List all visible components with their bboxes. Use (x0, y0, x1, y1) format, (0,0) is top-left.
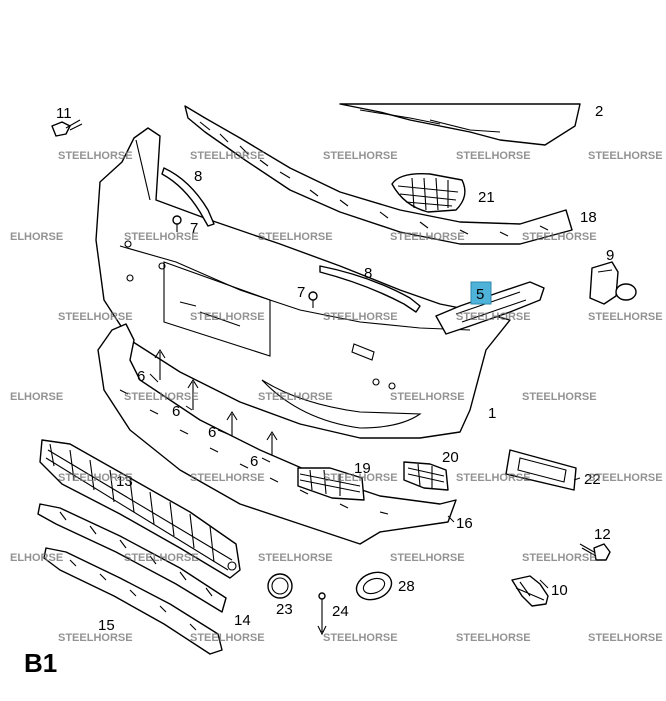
callout-6c: 6 (208, 424, 216, 441)
callout-8a: 8 (194, 168, 202, 185)
watermark: ELHORSE (10, 552, 63, 564)
watermark: STEELHORSE (588, 150, 663, 162)
watermark: ELHORSE (10, 391, 63, 403)
callout-21: 21 (478, 189, 495, 206)
callout-22: 22 (584, 471, 601, 488)
callout-18: 18 (580, 209, 597, 226)
part-19-fog-grille (297, 467, 365, 501)
watermark: STEELHORSE (456, 632, 531, 644)
part-16-lower-spoiler (97, 323, 457, 545)
watermark-layer: STEELHORSE STEELHORSE STEELHORSE STEELHO… (10, 150, 663, 644)
part-20-fog-grille (403, 461, 449, 491)
watermark: STEELHORSE (522, 231, 597, 243)
callout-14: 14 (234, 612, 251, 629)
watermark: STEELHORSE (588, 311, 663, 323)
callout-5: 5 (476, 286, 484, 303)
part-18-reinforcement-strip (184, 105, 573, 245)
watermark: STEELHORSE (190, 632, 265, 644)
watermark: STEELHORSE (588, 632, 663, 644)
callout-13: 13 (116, 473, 133, 490)
callout-23: 23 (276, 601, 293, 618)
watermark: STEELHORSE (323, 311, 398, 323)
callout-6a: 6 (137, 368, 145, 385)
watermark: STEELHORSE (390, 231, 465, 243)
watermark: STEELHORSE (258, 391, 333, 403)
callout-19: 19 (354, 460, 371, 477)
part-14-grille-strip (37, 503, 227, 613)
part-22-plate-bracket (505, 449, 577, 491)
watermark: STEELHORSE (390, 552, 465, 564)
part-28-grommet (355, 571, 393, 601)
watermark: STEELHORSE (258, 552, 333, 564)
watermark: STEELHORSE (58, 311, 133, 323)
watermark: STEELHORSE (323, 632, 398, 644)
part-8-trim-strip-upper (161, 167, 215, 227)
watermark: STEELHORSE (390, 391, 465, 403)
callout-15: 15 (98, 617, 115, 634)
part-5-highlight (470, 281, 492, 305)
watermark: STEELHORSE (190, 311, 265, 323)
callout-7b: 7 (297, 284, 305, 301)
watermark: STEELHORSE (588, 472, 663, 484)
watermark: STEELHORSE (522, 391, 597, 403)
part-23-cap (267, 573, 293, 599)
callout-12: 12 (594, 526, 611, 543)
watermark: STEELHORSE (323, 150, 398, 162)
callout-28: 28 (398, 578, 415, 595)
callout-20: 20 (442, 449, 459, 466)
callout-2: 2 (595, 103, 603, 120)
part-7-clip-b (308, 291, 318, 308)
part-8-trim-strip-lower (319, 265, 421, 313)
watermark: STEELHORSE (124, 552, 199, 564)
watermark: STEELHORSE (258, 231, 333, 243)
part-13-lower-grille (39, 439, 241, 579)
callout-6d: 6 (250, 453, 258, 470)
watermark: STEELHORSE (456, 311, 531, 323)
part-9-guide (589, 261, 637, 305)
callout-9: 9 (606, 247, 614, 264)
callout-6b: 6 (172, 403, 180, 420)
part-15-lower-strip (43, 547, 223, 655)
callout-10: 10 (551, 582, 568, 599)
watermark: ELHORSE (10, 231, 63, 243)
diagram-id-label: B1 (24, 648, 58, 678)
callout-8b: 8 (364, 265, 372, 282)
watermark: STEELHORSE (456, 472, 531, 484)
part-11-screw (51, 119, 83, 137)
watermark: STEELHORSE (58, 150, 133, 162)
part-1-bumper-cover (95, 127, 511, 439)
watermark: STEELHORSE (124, 391, 199, 403)
watermark: STEELHORSE (124, 231, 199, 243)
part-24-pin (317, 592, 327, 636)
watermark: STEELHORSE (522, 552, 597, 564)
callout-24: 24 (332, 603, 349, 620)
callout-16: 16 (456, 515, 473, 532)
part-10-rivet (511, 575, 549, 607)
watermark: STEELHORSE (456, 150, 531, 162)
leader-lines (149, 373, 581, 589)
watermark: STEELHORSE (58, 472, 133, 484)
watermark: STEELHORSE (323, 472, 398, 484)
callout-1: 1 (488, 405, 496, 422)
part-21-fog-grille (391, 173, 466, 213)
part-12-screw (579, 543, 611, 561)
callout-7a: 7 (190, 220, 198, 237)
callout-11: 11 (56, 105, 72, 122)
part-7-clip-a (172, 215, 182, 232)
watermark: STEELHORSE (190, 472, 265, 484)
part-2-front-panel (339, 103, 581, 146)
watermark: STEELHORSE (190, 150, 265, 162)
watermark: STEELHORSE (58, 632, 133, 644)
